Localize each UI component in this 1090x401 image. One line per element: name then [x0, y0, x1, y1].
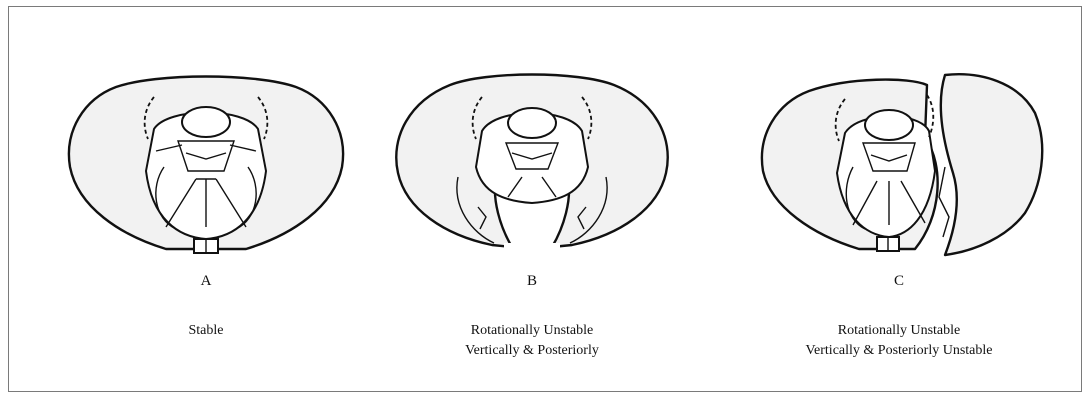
pelvis-stable-illustration	[56, 67, 356, 257]
pelvis-rotationally-unstable-illustration	[382, 67, 682, 257]
pelvis-vertically-unstable-illustration	[749, 67, 1049, 257]
figure-frame: A Stable B Rotationally Unstable Vertica…	[8, 6, 1082, 392]
panel-b-caption-line-2: Vertically & Posteriorly	[382, 341, 682, 361]
panel-b-caption-line-1: Rotationally Unstable	[382, 321, 682, 341]
panel-c-caption: Rotationally Unstable Vertically & Poste…	[749, 321, 1049, 361]
panel-c-letter: C	[749, 273, 1049, 290]
panel-a-letter: A	[56, 273, 356, 290]
panel-b-caption: Rotationally Unstable Vertically & Poste…	[382, 321, 682, 361]
panel-b: B Rotationally Unstable Vertically & Pos…	[382, 7, 682, 393]
panel-c-caption-line-1: Rotationally Unstable	[749, 321, 1049, 341]
panel-b-letter: B	[382, 273, 682, 290]
panel-c-caption-line-2: Vertically & Posteriorly Unstable	[749, 341, 1049, 361]
panel-a-caption: Stable	[56, 321, 356, 341]
panel-a-caption-line-1: Stable	[56, 321, 356, 341]
panel-c: C Rotationally Unstable Vertically & Pos…	[749, 7, 1049, 393]
panel-a: A Stable	[56, 7, 356, 393]
